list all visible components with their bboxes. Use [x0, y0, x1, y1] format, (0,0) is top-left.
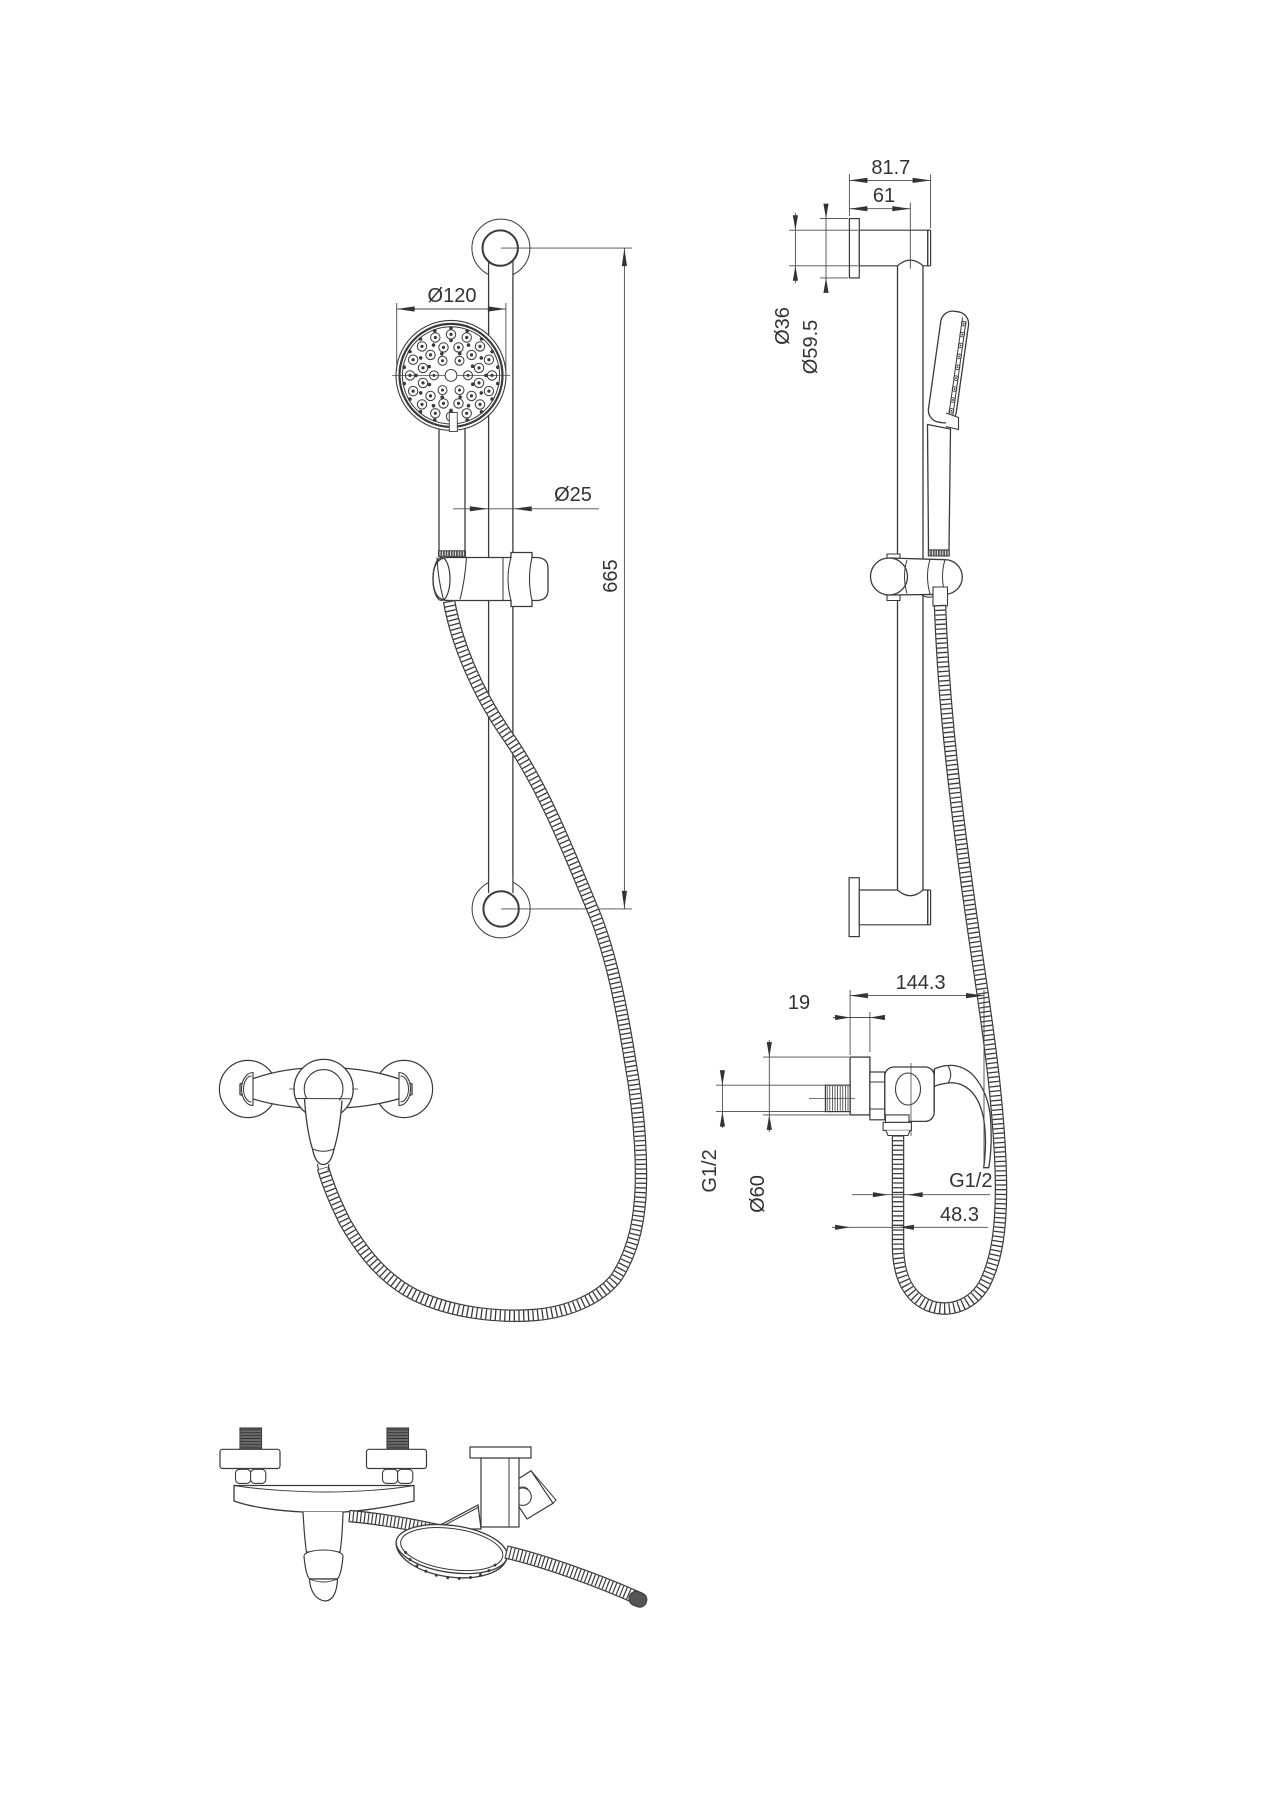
svg-text:665: 665 — [600, 559, 622, 592]
svg-text:Ø60: Ø60 — [747, 1175, 769, 1213]
svg-text:G1/2: G1/2 — [949, 1170, 992, 1192]
svg-text:144.3: 144.3 — [896, 972, 946, 994]
svg-text:19: 19 — [788, 992, 810, 1014]
svg-text:Ø25: Ø25 — [554, 484, 592, 506]
svg-text:Ø36: Ø36 — [772, 307, 794, 345]
svg-text:48.3: 48.3 — [940, 1204, 979, 1226]
svg-text:81.7: 81.7 — [871, 157, 910, 179]
svg-text:G1/2: G1/2 — [699, 1149, 721, 1192]
svg-text:Ø59.5: Ø59.5 — [800, 320, 822, 374]
svg-text:Ø120: Ø120 — [428, 285, 477, 307]
svg-text:61: 61 — [873, 185, 895, 207]
